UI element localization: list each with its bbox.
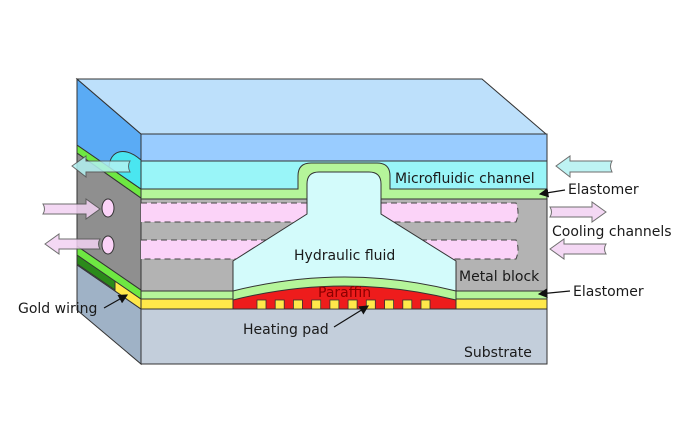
- hydraulic-fluid: [232, 171, 457, 292]
- label-paraffin: Paraffin: [318, 285, 371, 301]
- label-substrate: Substrate: [464, 345, 532, 361]
- arrow-left-microfluidic-out: [71, 155, 131, 179]
- arrow-right-cooling-in: [549, 238, 607, 260]
- cooling-hole-lower: [101, 235, 115, 255]
- leader-elastomer-top: [538, 187, 566, 198]
- heating-pad-element: [384, 299, 395, 310]
- heating-pad-element: [292, 299, 303, 310]
- label-hydraulic-fluid: Hydraulic fluid: [294, 248, 395, 264]
- arrow-left-cooling-out: [44, 233, 101, 255]
- heating-pad-element: [365, 299, 376, 310]
- label-gold-wiring: Gold wiring: [18, 301, 97, 317]
- heating-pads: [256, 299, 431, 310]
- cooling-hole-upper: [101, 198, 115, 218]
- heating-pad-element: [420, 299, 431, 310]
- paraffin: [232, 285, 457, 310]
- leader-lines: [103, 187, 571, 328]
- heating-pad-element: [274, 299, 285, 310]
- label-cooling-channels: Cooling channels: [552, 224, 672, 240]
- leader-elastomer-bottom: [537, 288, 571, 298]
- heating-pad-element: [347, 299, 358, 310]
- cooling-channel-lower-border: [141, 239, 519, 260]
- label-microfluidic-channel: Microfluidic channel: [395, 171, 535, 187]
- arrow-right-microfluidic-in: [555, 155, 613, 179]
- heating-pad-element: [311, 299, 322, 310]
- leader-heating-pad: [333, 305, 370, 328]
- label-heating-pad: Heating pad: [243, 322, 329, 338]
- flow-arrows: [42, 155, 613, 260]
- arrow-right-cooling-out: [549, 201, 607, 223]
- substrate-layer: [140, 308, 548, 365]
- label-metal-block: Metal block: [459, 269, 540, 285]
- top-face: [75, 78, 548, 135]
- arrow-left-cooling-in: [42, 198, 101, 220]
- leader-gold-wiring: [103, 294, 129, 309]
- label-elastomer-top: Elastomer: [568, 182, 639, 198]
- heating-pad-element: [256, 299, 267, 310]
- heating-pad-element: [329, 299, 340, 310]
- top-layer: [140, 133, 548, 162]
- heating-pad-element: [402, 299, 413, 310]
- cooling-channel-upper-border: [141, 202, 519, 223]
- label-elastomer-bottom: Elastomer: [573, 284, 644, 300]
